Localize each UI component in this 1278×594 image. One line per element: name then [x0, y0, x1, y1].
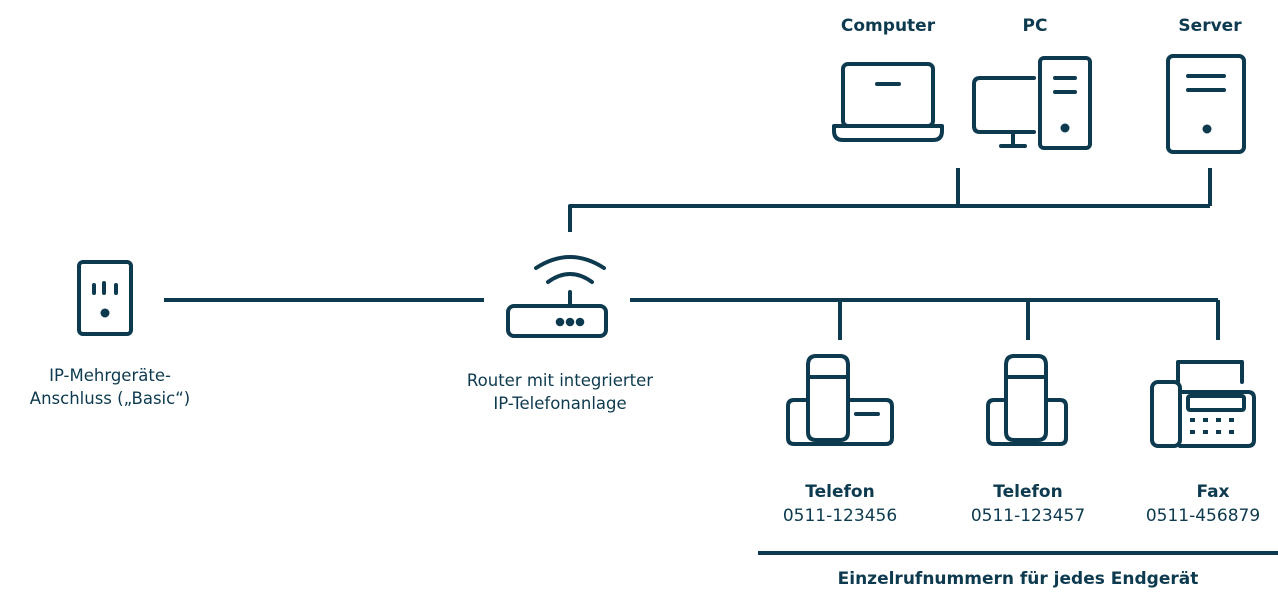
line-bottom-bus: [630, 298, 1220, 340]
server-label: Server: [1178, 16, 1242, 36]
phone2-number: 0511-123457: [970, 506, 1086, 526]
router-label: Router mit integrierter IP-Telefonanlage: [430, 369, 690, 415]
cordless-phone-icon: [786, 354, 894, 446]
fax-title: Fax: [1196, 482, 1230, 502]
connection-lines: [164, 168, 1278, 555]
cordless-phone-icon: [986, 354, 1068, 446]
pc-label: PC: [1022, 16, 1048, 36]
server-icon: [1166, 54, 1246, 154]
laptop-icon: [832, 62, 944, 142]
wall-socket-icon: [77, 260, 133, 336]
footer-caption: Einzelrufnummern für jedes Endgerät: [837, 569, 1199, 589]
connection-label-line2: Anschluss („Basic“): [29, 389, 191, 408]
phone2-title: Telefon: [993, 482, 1063, 502]
connection-label-line1: IP-Mehrgeräte-: [49, 366, 171, 385]
computer-label: Computer: [840, 16, 936, 36]
line-top-bus: [568, 168, 1212, 232]
desktop-pc-icon: [972, 56, 1092, 150]
router-label-line1: Router mit integrierter: [466, 371, 654, 390]
connection-label: IP-Mehrgeräte- Anschluss („Basic“): [10, 364, 210, 410]
fax-number: 0511-456879: [1145, 506, 1261, 526]
fax-icon: [1150, 360, 1256, 448]
wifi-router-icon: [506, 255, 608, 338]
phone1-title: Telefon: [805, 482, 875, 502]
phone1-number: 0511-123456: [782, 506, 898, 526]
router-label-line2: IP-Telefonanlage: [493, 394, 627, 413]
